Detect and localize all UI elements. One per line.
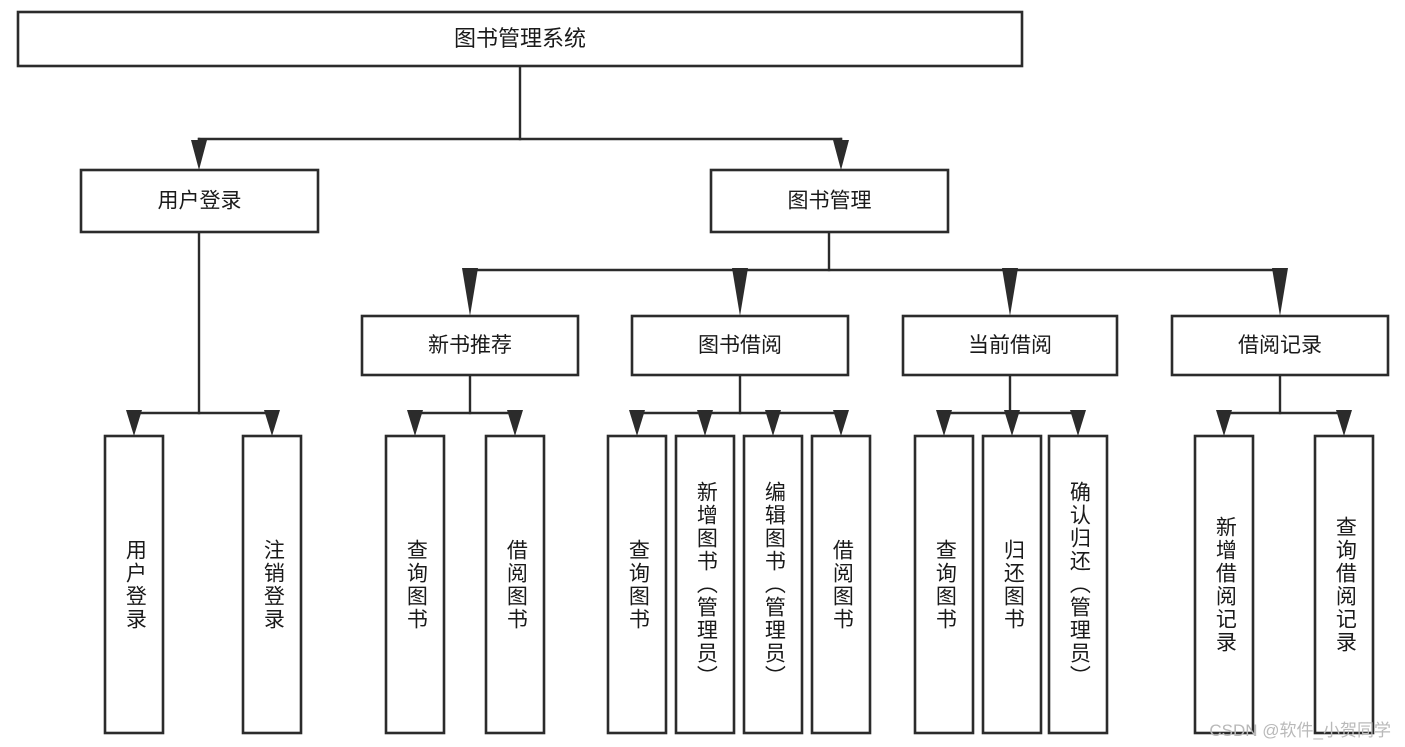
connector-group-root (197, 64, 843, 156)
node-root-label: 图书管理系统 (454, 26, 586, 51)
leaf-add-book[interactable] (674, 434, 736, 735)
leaf-confirm-return[interactable] (1047, 434, 1109, 735)
node-book-manage[interactable]: 图书管理 (709, 168, 950, 234)
leaf-edit-book[interactable] (742, 434, 804, 735)
leaf-user-login[interactable] (103, 434, 165, 735)
connector-group-user-login (126, 230, 280, 436)
node-current-borrow[interactable]: 当前借阅 (901, 314, 1119, 377)
node-borrow-record-label: 借阅记录 (1238, 334, 1322, 357)
connector-group-borrow-record (1216, 373, 1352, 436)
leaf-return-book[interactable] (981, 434, 1043, 735)
connector-group-current-borrow (936, 373, 1086, 436)
node-user-login-label: 用户登录 (158, 190, 242, 213)
leaf-query-record[interactable] (1313, 434, 1375, 735)
leaf-query-book-2[interactable] (606, 434, 668, 735)
leaf-query-book-1[interactable] (384, 434, 446, 735)
connector-group-book-borrow (629, 373, 849, 436)
leaf-query-book-3[interactable] (913, 434, 975, 735)
leaf-borrow-book-1[interactable] (484, 434, 546, 735)
node-borrow-record[interactable]: 借阅记录 (1170, 314, 1390, 377)
node-book-manage-label: 图书管理 (788, 190, 872, 213)
leaf-add-record[interactable] (1193, 434, 1255, 735)
arrowhead-to-user-login (191, 140, 207, 170)
node-new-book-recommend[interactable]: 新书推荐 (360, 314, 580, 377)
connector-group-book-manage (462, 230, 1288, 316)
leaf-borrow-book-2[interactable] (810, 434, 872, 735)
watermark-text: CSDN @软件_小贺同学 (1209, 721, 1391, 740)
node-book-borrow[interactable]: 图书借阅 (630, 314, 850, 377)
node-current-borrow-label: 当前借阅 (968, 334, 1052, 357)
node-user-login[interactable]: 用户登录 (79, 168, 320, 234)
connector-group-new-book-rec (407, 373, 523, 436)
node-root[interactable]: 图书管理系统 (16, 10, 1024, 68)
node-book-borrow-label: 图书借阅 (698, 334, 782, 357)
node-new-book-recommend-label: 新书推荐 (428, 334, 512, 357)
leaf-node-rects (103, 434, 1375, 735)
arrowhead-to-book-manage (833, 140, 849, 170)
leaf-logout[interactable] (241, 434, 303, 735)
